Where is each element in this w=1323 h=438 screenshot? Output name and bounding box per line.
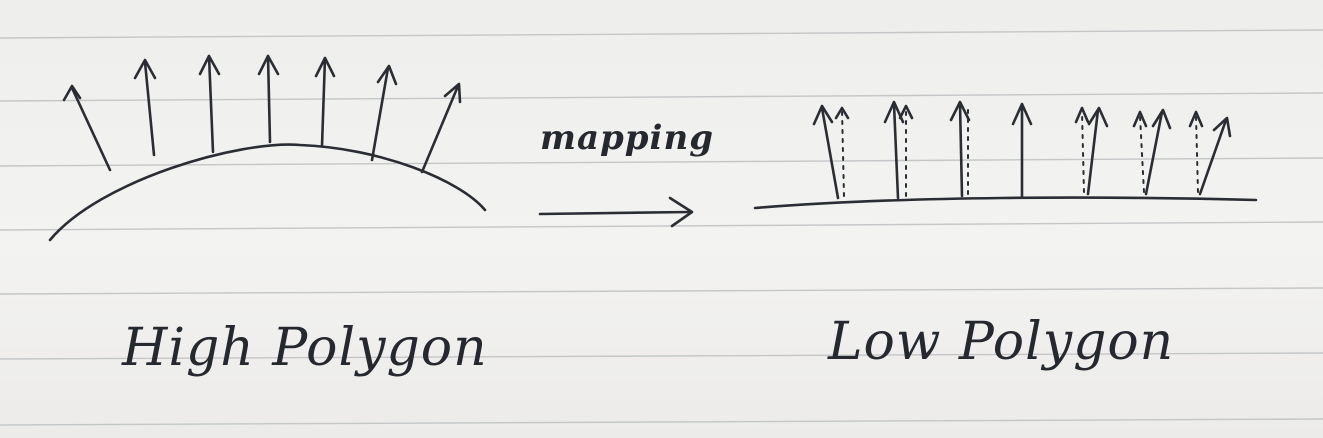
normal-arrow: [198, 54, 221, 154]
mapped-normal-arrow: [812, 104, 850, 200]
high-poly-normals: [62, 54, 462, 174]
normal-arrow: [62, 84, 112, 172]
high-polygon-label: High Polygon: [122, 318, 488, 378]
low-poly-normals: [812, 100, 1232, 200]
mapped-normal-arrow: [1188, 110, 1232, 196]
low-polygon-label: Low Polygon: [828, 312, 1175, 372]
curved-surface: [48, 143, 487, 242]
mapped-normal-arrow: [949, 100, 971, 198]
normal-arrow: [314, 56, 336, 148]
mapping-arrow: [538, 196, 694, 228]
normal-arrow: [257, 54, 280, 144]
normal-arrow: [370, 64, 398, 162]
notebook-rule-lines: [0, 29, 1323, 426]
mapped-normal-arrow: [1074, 106, 1109, 196]
mapped-normal-arrow: [883, 100, 914, 200]
mapping-label: mapping: [540, 118, 714, 158]
mapped-normal-arrow: [1132, 108, 1172, 196]
mapped-normal-arrow: [1011, 102, 1033, 198]
normal-arrow: [420, 82, 462, 174]
normal-arrow: [133, 58, 157, 157]
flat-surface: [753, 196, 1258, 210]
